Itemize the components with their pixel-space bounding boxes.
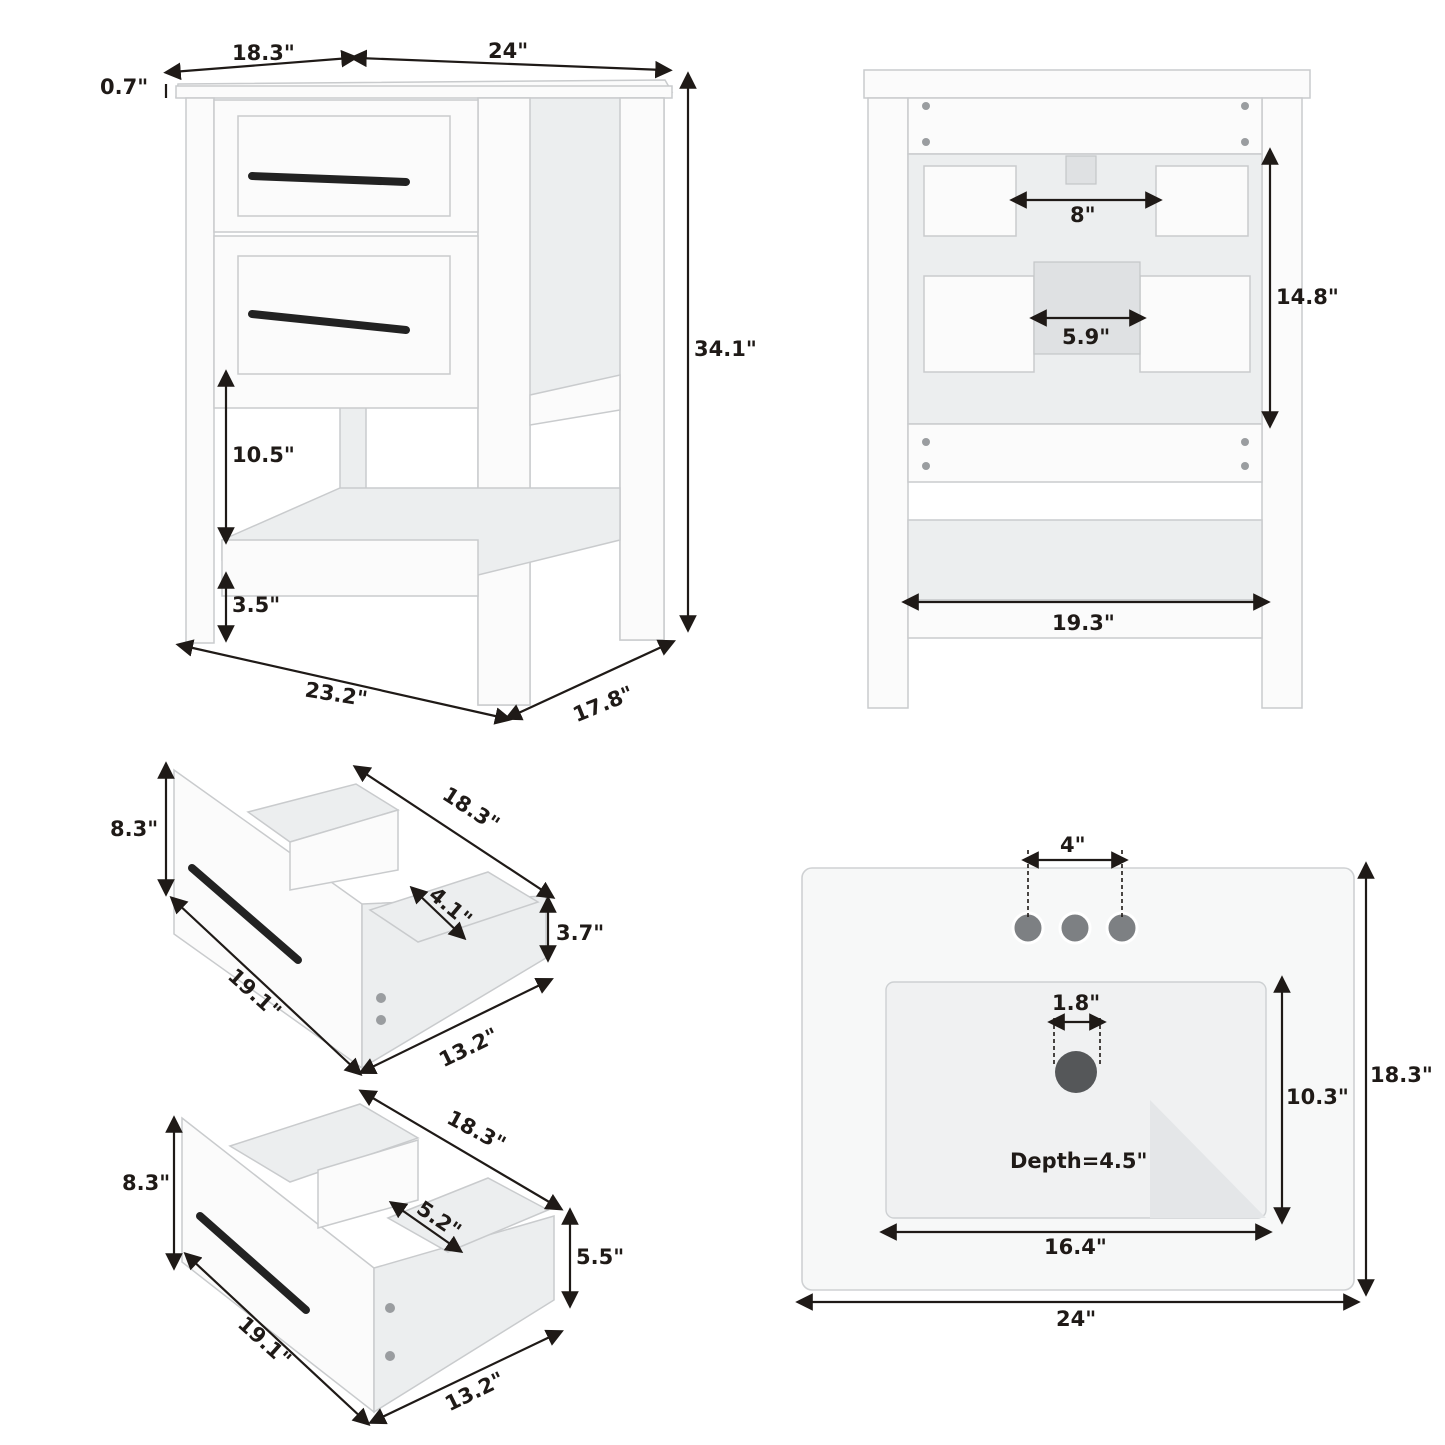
label-leg-height: 3.5" [232,593,280,617]
bottom-drawer-handle [248,310,410,334]
label-top-thickness: 0.7" [100,75,148,99]
label-shelf-width: 19.3" [1052,611,1115,635]
faucet-hole-right [1105,911,1139,945]
label-basin-width: 16.4" [1044,1235,1107,1259]
dim-base-width [175,639,513,725]
dim-top-width [163,49,359,81]
label-bottom-drawer-height: 8.3" [122,1171,170,1195]
dim-base-depth [504,639,676,721]
vanity-front-angle-view: 18.3" 24" 0.7" 34.1" 10.5" 3.5" 23.2" 17… [100,39,757,727]
dim-top-length [349,49,673,79]
back-lower-rail [907,423,1263,483]
label-top-length: 24" [488,39,528,63]
label-top-drawer-height: 8.3" [110,817,158,841]
label-faucet-spacing: 4" [1060,833,1086,857]
top-drawer-panel [237,115,451,217]
upper-drawer-left [923,165,1017,237]
shelf-apron [221,539,479,597]
upper-drawer-right [1155,165,1249,237]
back-shelf [907,519,1263,601]
label-open-height: 14.8" [1276,285,1339,309]
label-drain-diameter: 1.8" [1052,991,1100,1015]
dim-bottom-drawer-front-width [183,1252,371,1426]
dim-top-drawer-notch [409,885,467,941]
label-top-drawer-side: 3.7" [556,921,604,945]
back-left-leg [867,97,909,709]
dim-bottom-drawer-notch [388,1200,464,1254]
faucet-hole-left [1011,911,1045,945]
back-leg [619,97,665,641]
label-overall-depth: 18.3" [1370,1063,1433,1087]
countertop-edge [175,85,673,99]
top-drawer-handle [248,172,410,186]
label-basin-length: 10.3" [1286,1085,1349,1109]
label-base-width: 23.2" [303,678,369,712]
dim-top-drawer-depth [352,765,556,899]
drain-hole [1055,1051,1097,1093]
label-base-depth: 17.8" [570,681,637,727]
back-right-leg [1261,97,1303,709]
label-basin-depth: Depth=4.5" [1010,1149,1147,1173]
side-rail [529,374,621,426]
label-total-height: 34.1" [694,337,757,361]
basin-shadow [1150,1100,1266,1218]
label-lower-gap: 5.9" [1062,325,1110,349]
lower-drawer-left [923,275,1035,373]
label-top-width: 18.3" [232,41,295,65]
drain-pipe [1065,155,1097,185]
label-overall-width: 24" [1056,1307,1096,1331]
dim-bottom-drawer-depth [358,1089,564,1211]
label-upper-gap: 8" [1070,203,1096,227]
sink-top-view: 4" 1.8" 10.3" 18.3" Depth=4.5" 16.4" 24" [795,833,1433,1331]
label-shelf-clearance: 10.5" [232,443,295,467]
top-drawer-view: 8.3" 18.3" 4.1" 3.7" 19.1" 13.2" [110,761,604,1077]
label-bottom-drawer-side: 5.5" [576,1245,624,1269]
faucet-hole-center [1058,911,1092,945]
dim-top-drawer-box-width [358,977,554,1075]
front-right-leg [477,97,531,706]
back-top-rail [907,97,1263,155]
dim-top-drawer-front-width [169,895,363,1077]
lower-drawer-right [1139,275,1251,373]
bottom-drawer-view: 8.3" 18.3" 5.2" 5.5" 19.1" 13.2" [122,1089,624,1426]
label-bottom-drawer-box-width: 13.2" [441,1367,508,1416]
back-countertop [863,69,1311,99]
label-bottom-drawer-depth: 18.3" [443,1106,510,1157]
dim-bottom-drawer-box-width [368,1329,564,1425]
front-left-leg [185,97,215,644]
bottom-drawer-panel [237,255,451,375]
lower-drawer-center [1033,261,1141,355]
vanity-back-view: 8" 5.9" 14.8" 19.3" [863,69,1339,709]
